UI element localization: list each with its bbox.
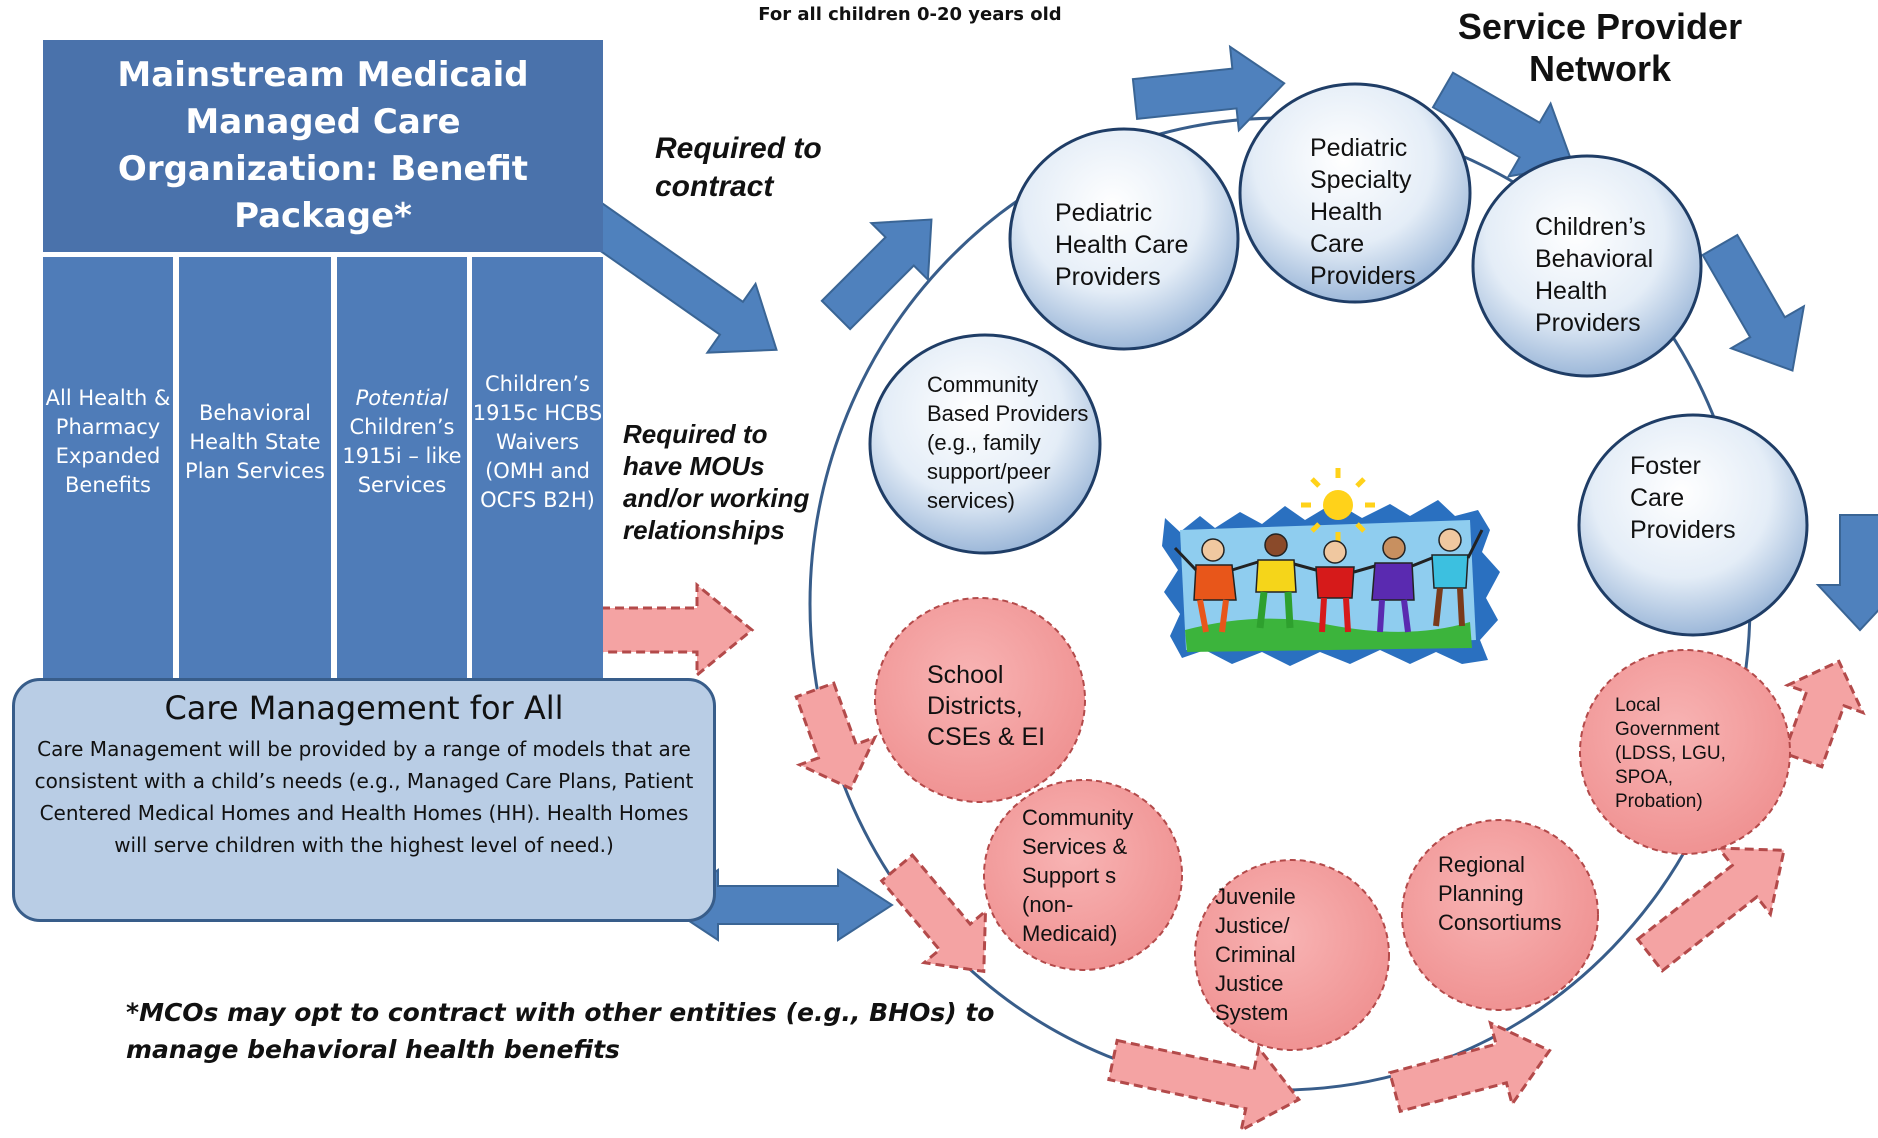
benefit-column-behavioral-health: Behavioral Health State Plan Services xyxy=(179,257,331,697)
mou-flow-arrows xyxy=(794,659,1866,1134)
benefit-column-1915i: Potential Children’s 1915i – like Servic… xyxy=(337,257,467,697)
circle-local-government xyxy=(1579,649,1791,855)
circle-label-regional-planning: Regional Planning Consortiums xyxy=(1438,852,1562,935)
bubble-community-based xyxy=(868,333,1102,555)
circle-label-juvenile-justice: Juvenile Justice/ Criminal Justice Syste… xyxy=(1215,884,1296,1025)
bubble-pediatric xyxy=(1008,127,1240,351)
benefit-column-1915c-waivers: Children’s 1915c HCBS Waivers (OMH and O… xyxy=(472,257,603,697)
bubble-label-foster-care: Foster Care Providers xyxy=(1630,452,1736,544)
bubble-label-pediatric-specialty: Pediatric Specialty Health Care Provider… xyxy=(1310,134,1416,290)
circle-label-local-government: Local Government (LDSS, LGU, SPOA, Proba… xyxy=(1615,695,1726,812)
contract-flow-arrows xyxy=(820,44,1878,632)
benefit-column-health-pharmacy: All Health & Pharmacy Expanded Benefits xyxy=(43,257,173,697)
care-management-title: Care Management for All xyxy=(164,689,564,727)
care-management-body: Care Management will be provided by a ra… xyxy=(34,737,694,857)
bubble-label-behavioral: Children’s Behavioral Health Providers xyxy=(1535,213,1654,337)
circle-school-districts xyxy=(874,597,1086,803)
required-mou-label: Required to have MOUs and/or working rel… xyxy=(623,419,810,545)
bubble-foster-care xyxy=(1577,413,1809,637)
circle-community-services xyxy=(983,779,1183,971)
footnote: *MCOs may opt to contract with other ent… xyxy=(126,998,995,1064)
care-management-double-arrow xyxy=(663,868,894,942)
required-contract-label: Required to contract xyxy=(655,132,822,203)
mou-partner-circles xyxy=(874,597,1791,1051)
benefit-column-label: Children’s 1915c HCBS Waivers (OMH and O… xyxy=(472,371,603,512)
mco-header: Mainstream Medicaid Managed Care Organiz… xyxy=(43,40,603,252)
benefit-column-label: Potential Children’s 1915i – like Servic… xyxy=(337,384,467,500)
bubble-behavioral xyxy=(1471,154,1703,378)
network-title: Service Provider Network xyxy=(1457,6,1743,89)
circle-label-community-services: Community Services & Support s (non-Medi… xyxy=(1022,805,1134,946)
bubble-label-community-based: Community Based Providers (e.g., family … xyxy=(927,372,1089,513)
bubble-pediatric-specialty xyxy=(1238,82,1472,304)
page-title: For all children 0-20 years old xyxy=(758,4,1062,25)
circle-juvenile-justice xyxy=(1194,859,1390,1051)
benefit-column-label: All Health & Pharmacy Expanded Benefits xyxy=(45,386,171,497)
care-management-box: Care Management for All Care Management … xyxy=(12,678,716,922)
bubble-label-pediatric: Pediatric Health Care Providers xyxy=(1055,199,1189,291)
children-clipart xyxy=(1162,468,1500,666)
contract-provider-bubbles xyxy=(868,82,1809,637)
benefit-column-label: Behavioral Health State Plan Services xyxy=(185,400,325,483)
potential-italic: Potential xyxy=(355,386,449,410)
circle-label-school-districts: School Districts, CSEs & EI xyxy=(927,661,1046,751)
required-mou-arrow xyxy=(585,581,755,679)
circle-regional-planning xyxy=(1401,819,1599,1011)
column-text: Children’s 1915i – like Services xyxy=(342,415,462,497)
